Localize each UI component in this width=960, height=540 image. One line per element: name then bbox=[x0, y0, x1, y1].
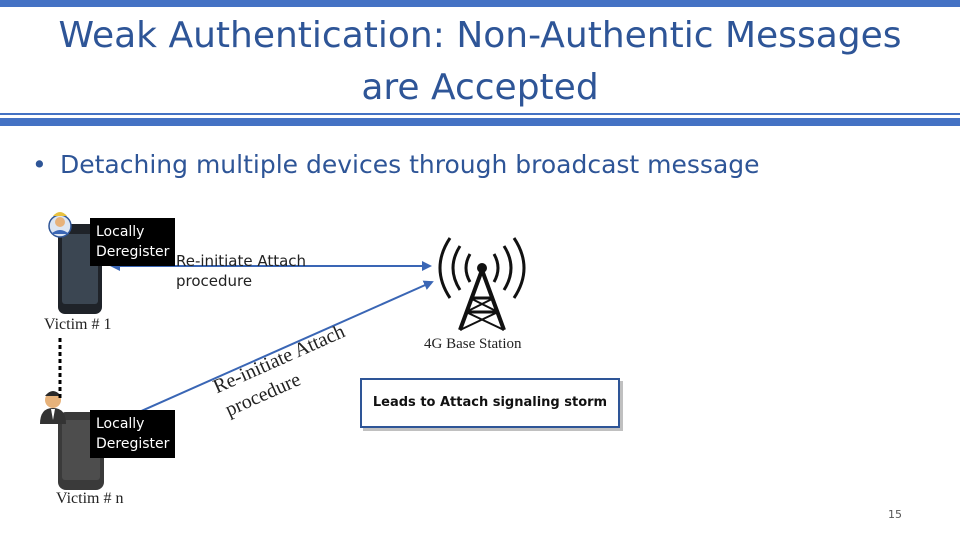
deregister-line-2: Deregister bbox=[96, 244, 170, 260]
bullet-marker: • bbox=[32, 150, 47, 179]
person-victim-n-icon bbox=[40, 391, 66, 424]
reinitiate-label-1: Re-initiate Attach procedure bbox=[176, 251, 306, 291]
signaling-storm-callout: Leads to Attach signaling storm bbox=[360, 378, 620, 428]
slide-title: Weak Authentication: Non-Authentic Messa… bbox=[20, 10, 940, 114]
bullet-text: Detaching multiple devices through broad… bbox=[60, 150, 760, 179]
reinitiate-line-1: Re-initiate Attach bbox=[176, 252, 307, 270]
page-number: 15 bbox=[888, 508, 902, 521]
locally-deregister-box-n: Locally Deregister bbox=[90, 410, 176, 458]
deregister-line-1: Locally bbox=[96, 416, 145, 432]
title-divider-thick bbox=[0, 118, 960, 126]
title-line-1: Weak Authentication: Non-Authentic Messa… bbox=[58, 15, 902, 56]
deregister-line-2: Deregister bbox=[96, 436, 170, 452]
person-victim-1-icon bbox=[48, 212, 72, 238]
title-line-2: are Accepted bbox=[361, 67, 599, 108]
title-divider-thin bbox=[0, 113, 960, 115]
reinitiate-arrow-n bbox=[111, 280, 434, 425]
top-accent-bar bbox=[0, 0, 960, 7]
locally-deregister-box-1: Locally Deregister bbox=[90, 218, 176, 266]
base-station-label: 4G Base Station bbox=[424, 336, 522, 352]
reinitiate-line-2: procedure bbox=[176, 272, 253, 290]
cell-tower-icon bbox=[438, 237, 526, 331]
victim-1-label: Victim # 1 bbox=[44, 316, 112, 333]
deregister-line-1: Locally bbox=[96, 224, 145, 240]
victim-n-label: Victim # n bbox=[56, 490, 124, 507]
